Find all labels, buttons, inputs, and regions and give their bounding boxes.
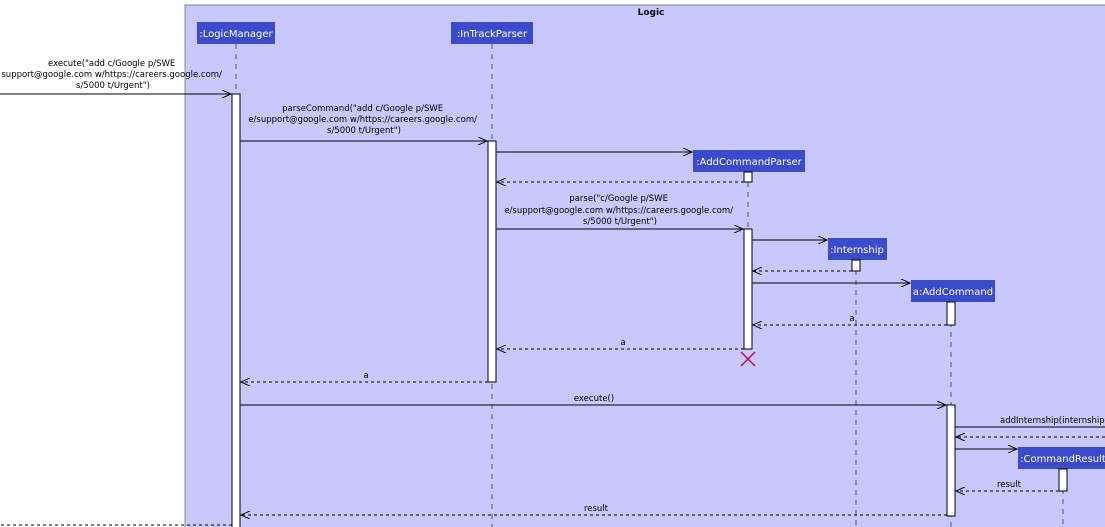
- participant-logic-manager: [197, 22, 275, 44]
- message-execute-line-3: s/5000 t/Urgent"): [76, 81, 150, 91]
- participant-logic-manager-label: :LogicManager: [199, 29, 273, 40]
- return-a-to-logic-manager-label: a: [363, 371, 368, 381]
- message-execute-label: execute("add c/Google p/SWE support@goog…: [1, 59, 224, 91]
- return-a-from-add-command-label: a: [849, 314, 854, 324]
- message-execute-command-label: execute(): [574, 394, 614, 404]
- participant-internship: [828, 238, 887, 260]
- message-add-internship-label: addInternship(internship): [1000, 416, 1105, 426]
- participant-add-command-parser-label: :AddCommandParser: [696, 157, 802, 168]
- participant-add-command-parser: [693, 150, 805, 172]
- participant-add-command-label: a:AddCommand: [913, 287, 993, 298]
- activation-add-command-parser-1: [743, 171, 753, 183]
- activation-add-command-2: [946, 404, 956, 517]
- message-parse-line-2: e/support@google.com w/https://careers.g…: [504, 206, 733, 216]
- activation-internship: [851, 259, 861, 272]
- activation-add-command-parser-2: [743, 228, 753, 350]
- message-parse-command-line-3: s/5000 t/Urgent"): [327, 126, 401, 136]
- frame-title: Logic: [638, 8, 665, 18]
- participant-command-result-label: :CommandResult: [1020, 454, 1105, 465]
- participant-intrack-parser: [451, 22, 533, 44]
- return-a-to-intrack-parser-label: a: [620, 338, 625, 348]
- message-parse-command-line-2: e/support@google.com w/https://careers.g…: [248, 115, 477, 125]
- destroy-marker: [740, 351, 756, 367]
- message-execute-line-2: support@google.com w/https://careers.goo…: [1, 70, 222, 80]
- activation-logic-manager: [231, 93, 241, 527]
- return-result-to-logic-manager-label: result: [584, 504, 609, 514]
- message-execute-line-1: execute("add c/Google p/SWE: [48, 59, 175, 69]
- participant-internship-label: :Internship: [830, 245, 884, 256]
- message-parse-line-3: s/5000 t/Urgent"): [583, 217, 657, 227]
- message-parse-line-1: parse("c/Google p/SWE: [569, 194, 668, 204]
- activation-intrack-parser: [487, 140, 497, 383]
- participant-add-command: [911, 280, 995, 302]
- participant-intrack-parser-label: :InTrackParser: [457, 29, 528, 40]
- activation-add-command-1: [946, 301, 956, 326]
- message-parse-command-line-1: parseCommand("add c/Google p/SWE: [282, 104, 443, 114]
- message-parse-label: parse("c/Google p/SWE e/support@google.c…: [504, 194, 735, 227]
- message-parse-command-label: parseCommand("add c/Google p/SWE e/suppo…: [248, 104, 479, 136]
- return-result-from-command-result-label: result: [997, 480, 1022, 490]
- participant-command-result: [1018, 447, 1105, 469]
- activation-command-result: [1058, 468, 1068, 492]
